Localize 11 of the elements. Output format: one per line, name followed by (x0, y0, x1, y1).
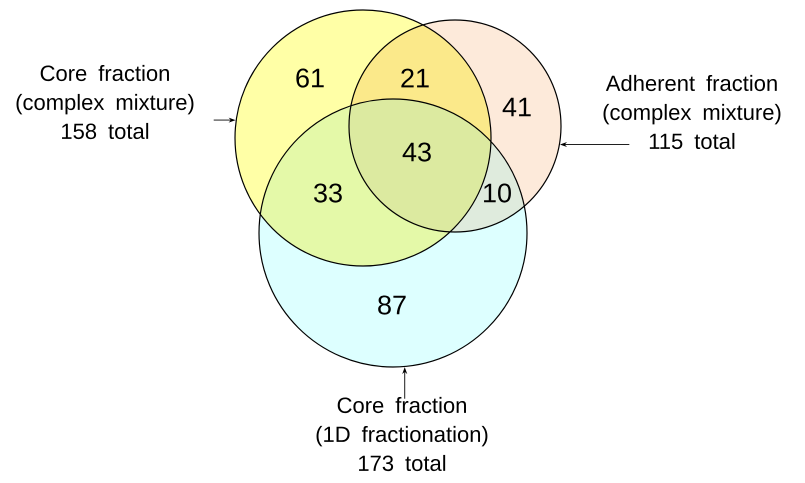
set-label: Adherent fraction (complex mixture) 115 total (604, 74, 780, 150)
region-count: 61 (296, 68, 324, 88)
region-count: 21 (401, 68, 429, 88)
region-count: 43 (402, 142, 431, 162)
region-count: 41 (502, 98, 531, 116)
region-count: 10 (484, 183, 511, 203)
venn-circle (348, 19, 562, 233)
region-count: 33 (314, 183, 342, 203)
set-label: Core fraction (complex mixture) 158 total (16, 64, 194, 140)
region-count: 87 (378, 295, 406, 315)
set-label: Core fraction (1D fractionation) 173 total (316, 396, 488, 472)
